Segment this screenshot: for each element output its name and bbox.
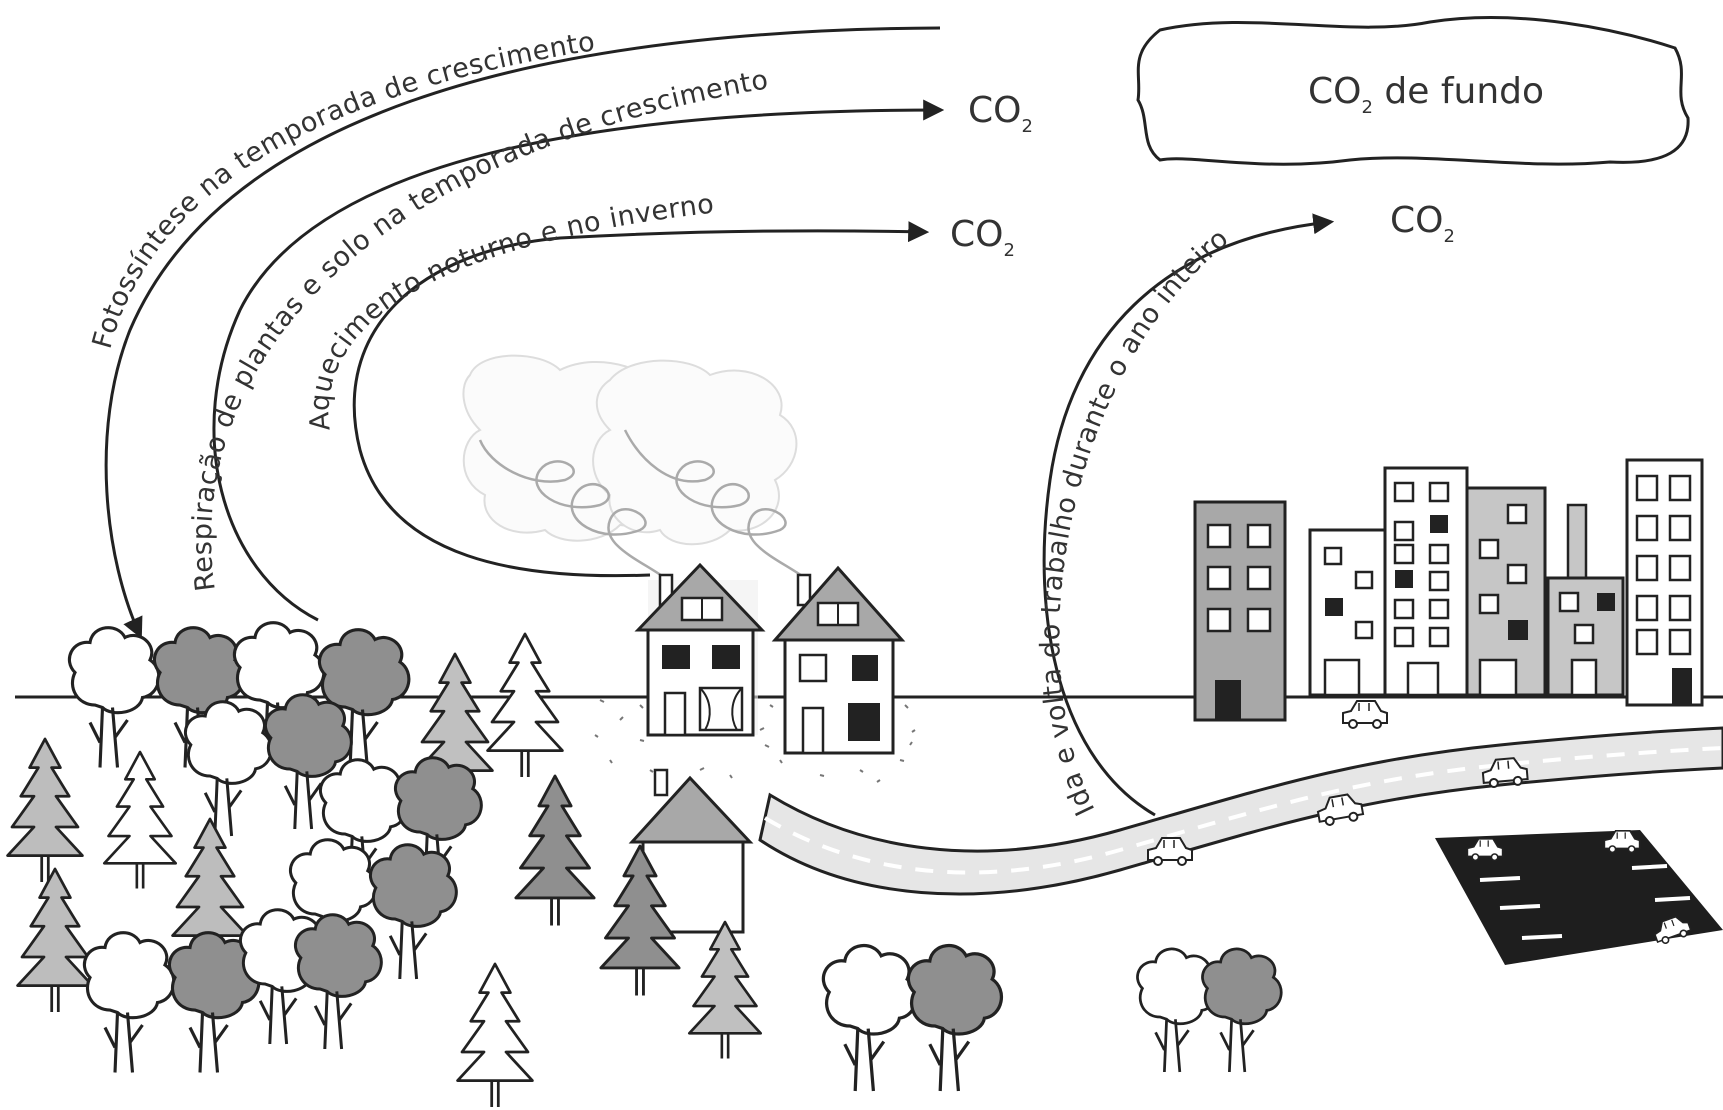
heating-co2-main: CO <box>950 214 1003 255</box>
house-right <box>771 565 906 755</box>
tree <box>821 943 919 1093</box>
tree <box>456 962 534 1109</box>
svg-text:Fotossíntese na temporada de c: Fotossíntese na temporada de crescimento <box>87 26 597 352</box>
tree <box>293 913 383 1051</box>
car-4 <box>1342 700 1388 729</box>
heating-co2: CO2 <box>950 214 1015 261</box>
tree <box>6 737 84 884</box>
house-small <box>628 768 754 934</box>
city-buildings <box>1193 458 1704 722</box>
building-f <box>1625 458 1704 707</box>
tree <box>67 626 161 770</box>
heating-co2-sub: 2 <box>1003 240 1014 261</box>
tree <box>183 700 273 838</box>
lawn-speckles <box>594 699 916 783</box>
tree <box>368 843 458 981</box>
commuting-arrow <box>1042 213 1335 817</box>
photosynthesis-label: Fotossíntese na temporada de crescimento <box>87 26 597 352</box>
building-e <box>1546 503 1625 697</box>
tree <box>687 920 763 1060</box>
tree <box>906 943 1004 1093</box>
parking-lot <box>1435 829 1723 965</box>
commuting-co2-sub: 2 <box>1443 226 1454 247</box>
building-a <box>1193 500 1287 722</box>
road <box>758 726 1723 896</box>
background-co2-label: CO2 de fundo <box>1308 71 1544 118</box>
tree <box>82 931 176 1075</box>
building-d <box>1465 486 1547 697</box>
respiration-co2-sub: 2 <box>1021 116 1032 137</box>
photosynthesis-arrow <box>104 26 941 639</box>
background-co2-cloud: CO2 de fundo <box>1136 16 1690 166</box>
tree <box>1201 947 1283 1074</box>
chimney-smoke <box>462 354 806 580</box>
tree <box>102 750 178 890</box>
tree <box>486 632 564 779</box>
commuting-co2-main: CO <box>1390 200 1443 241</box>
building-c <box>1383 466 1469 697</box>
respiration-co2-main: CO <box>968 90 1021 131</box>
house-left <box>634 562 766 737</box>
tree <box>514 774 596 927</box>
respiration-co2: CO2 <box>968 90 1033 137</box>
heating-arrow <box>352 221 930 578</box>
tree <box>16 867 94 1014</box>
building-b <box>1308 528 1387 697</box>
cloud-co2-rest: de fundo <box>1373 71 1544 112</box>
respiration-arrow <box>212 99 945 622</box>
cloud-co2-sub: 2 <box>1361 97 1372 118</box>
cloud-co2-main: CO <box>1308 71 1361 112</box>
commuting-co2: CO2 <box>1390 200 1455 247</box>
